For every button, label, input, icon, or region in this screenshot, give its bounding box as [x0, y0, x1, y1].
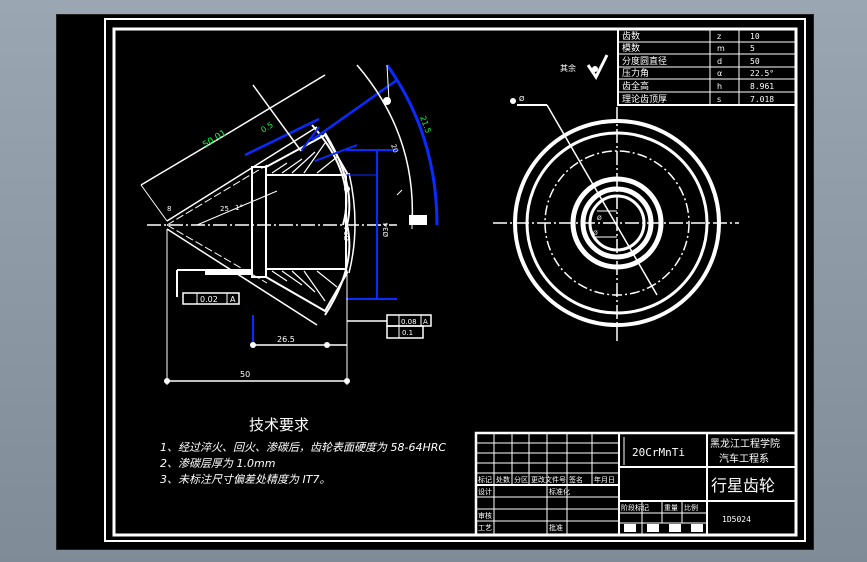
tech-title: 技术要求	[249, 416, 309, 434]
svg-text:A: A	[423, 318, 428, 326]
tb-label: 处数	[496, 475, 510, 484]
material-name: 20CrMnTi	[632, 446, 685, 459]
dimension-labels: 50.01 0.5 21.5 20 8 25 1° Ø24 Ø34 26.5 5…	[167, 115, 433, 379]
tb-label: 分区	[514, 475, 528, 484]
svg-text:其余: 其余	[560, 63, 576, 73]
dim-label: 8	[167, 205, 171, 213]
outer-frame	[104, 18, 806, 542]
dim-label: 50	[240, 370, 250, 379]
gear-section-view	[140, 64, 439, 385]
drawing-code: 1D5024	[722, 515, 751, 524]
param-val: 8.961	[750, 82, 774, 91]
svg-text:Ø: Ø	[519, 95, 525, 103]
param-sym: h	[717, 82, 722, 91]
param-name: 理论齿顶厚	[622, 93, 667, 105]
tb-label: 签名	[569, 475, 583, 484]
gear-front-view: Ø Ø Ø	[493, 95, 739, 341]
tb-label: 工艺	[478, 524, 492, 532]
tech-item: 2、渗碳层厚为 1.0mm	[160, 457, 275, 470]
tolerance-frame-runout: 0.08 A 0.1	[347, 314, 432, 339]
param-name: 模数	[622, 42, 640, 54]
tb-label: 标记	[478, 475, 492, 484]
title-block: 标记 处数 分区 更改文件号 签名 年月日 设计 审核 工艺 标准化 批准 阶段…	[474, 431, 798, 537]
dim-label: 1°	[235, 204, 243, 212]
tb-label: 阶段标记	[621, 503, 649, 512]
dim-label: 50.01	[201, 128, 228, 150]
gear-parameter-table: 齿数 z 10 模数 m 5 分度圆直径 d 50 压力角 α 22.5° 齿全…	[617, 28, 797, 106]
param-sym: m	[717, 44, 725, 53]
param-name: 齿数	[622, 30, 640, 42]
svg-text:Ø: Ø	[597, 215, 602, 222]
tech-item: 3、未标注尺寸偏差处精度为 IT7。	[160, 473, 330, 486]
tb-label: 比例	[684, 503, 698, 512]
technical-requirements: 技术要求 1、经过淬火、回火、渗碳后，齿轮表面硬度为 58-64HRC 2、渗碳…	[160, 416, 446, 486]
tech-item: 1、经过淬火、回火、渗碳后，齿轮表面硬度为 58-64HRC	[160, 441, 446, 454]
param-val: 7.018	[750, 95, 774, 104]
svg-text:0.08: 0.08	[401, 318, 417, 326]
svg-text:0.02: 0.02	[200, 295, 218, 304]
tolerance-frame-flatness: 0.02 A	[182, 292, 240, 305]
part-name: 行星齿轮	[711, 476, 775, 495]
dim-label: Ø24	[343, 226, 351, 241]
cad-drawing[interactable]: 齿数 z 10 模数 m 5 分度圆直径 d 50 压力角 α 22.5° 齿全…	[57, 15, 813, 549]
param-sym: z	[717, 32, 721, 41]
svg-text:0.1: 0.1	[402, 329, 413, 337]
tb-label: 设计	[478, 487, 492, 496]
param-name: 分度圆直径	[622, 55, 667, 67]
dim-label: 0.5	[259, 120, 275, 134]
param-val: 5	[750, 44, 755, 53]
tb-label: 重量	[664, 504, 678, 512]
school-name: 黑龙江工程学院	[710, 437, 780, 450]
dim-label: 25	[220, 205, 229, 213]
roughness-symbol: 其余	[560, 54, 609, 80]
svg-text:A: A	[230, 295, 236, 304]
tb-label: 批准	[549, 523, 563, 532]
drawing-sheet[interactable]: 齿数 z 10 模数 m 5 分度圆直径 d 50 压力角 α 22.5° 齿全…	[56, 14, 814, 550]
dim-label: 26.5	[277, 335, 295, 344]
param-name: 齿全高	[622, 80, 649, 92]
param-val: 22.5°	[750, 69, 774, 78]
param-sym: α	[717, 69, 722, 78]
param-name: 压力角	[622, 67, 649, 79]
param-val: 50	[750, 57, 760, 66]
tb-label: 更改文件号	[531, 475, 566, 484]
tb-label: 审核	[478, 511, 492, 520]
dim-label: 20	[389, 143, 400, 154]
dim-label: Ø34	[382, 222, 390, 237]
param-sym: s	[717, 95, 721, 104]
department-name: 汽车工程系	[719, 452, 769, 465]
param-val: 10	[750, 32, 760, 41]
tb-label: 标准化	[549, 487, 570, 496]
tb-label: 年月日	[594, 475, 615, 484]
param-sym: d	[717, 57, 722, 66]
svg-text:Ø: Ø	[593, 230, 598, 237]
inner-frame	[112, 27, 798, 537]
